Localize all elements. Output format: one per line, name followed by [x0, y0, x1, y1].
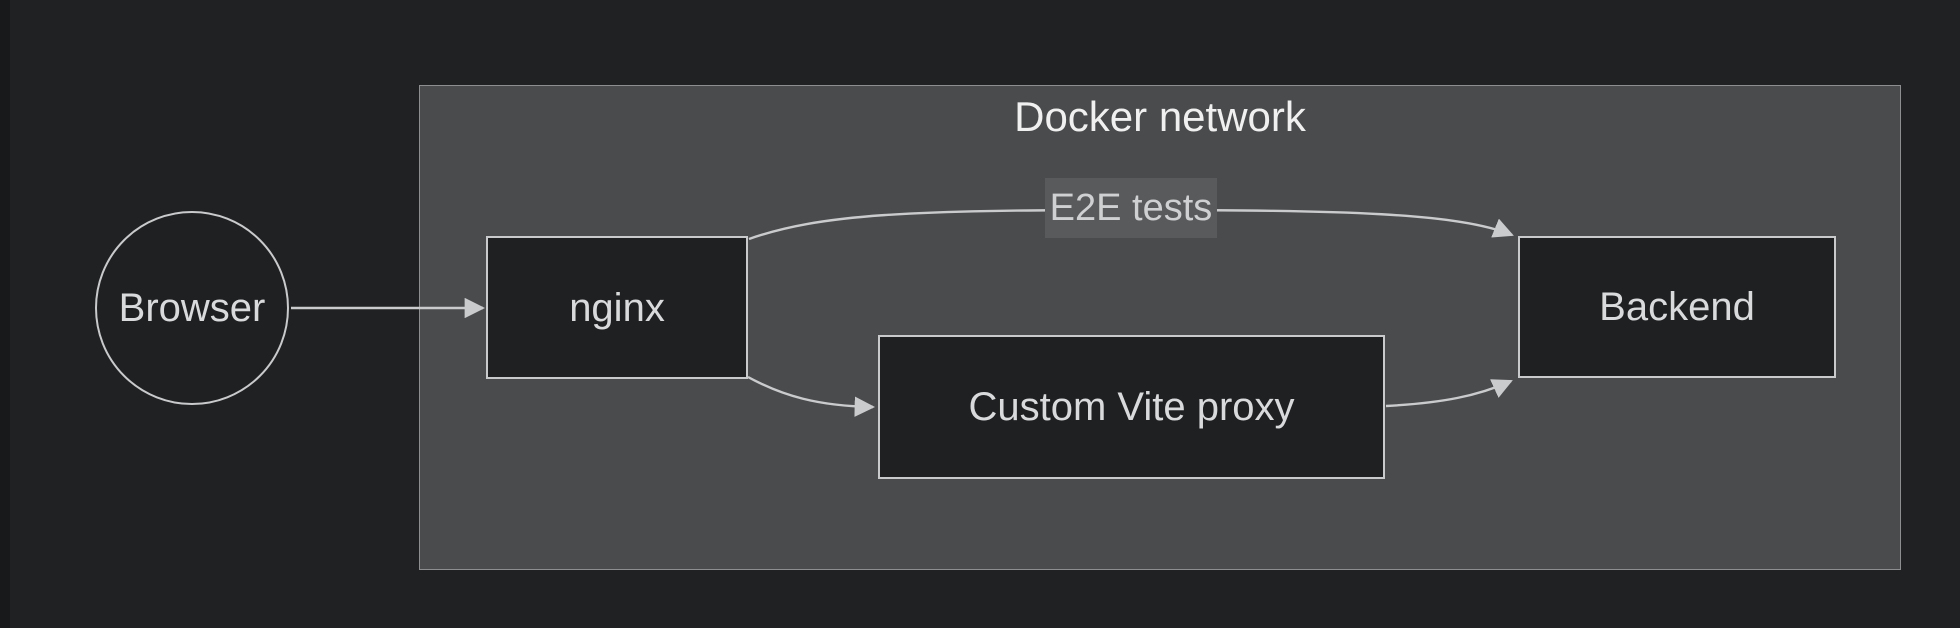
node-backend-label: Backend [1599, 285, 1755, 329]
left-edge-strip [0, 0, 10, 628]
cluster-title: Docker network [1014, 93, 1306, 140]
node-backend: Backend [1518, 236, 1836, 378]
node-nginx-label: nginx [569, 285, 665, 330]
edge-label-e2e-tests: E2E tests [1045, 178, 1217, 238]
node-custom-vite-proxy-label: Custom Vite proxy [968, 385, 1295, 429]
node-browser: Browser [95, 211, 289, 405]
node-custom-vite-proxy: Custom Vite proxy [878, 335, 1385, 479]
node-browser-label: Browser [118, 286, 266, 330]
node-nginx: nginx [486, 236, 748, 379]
